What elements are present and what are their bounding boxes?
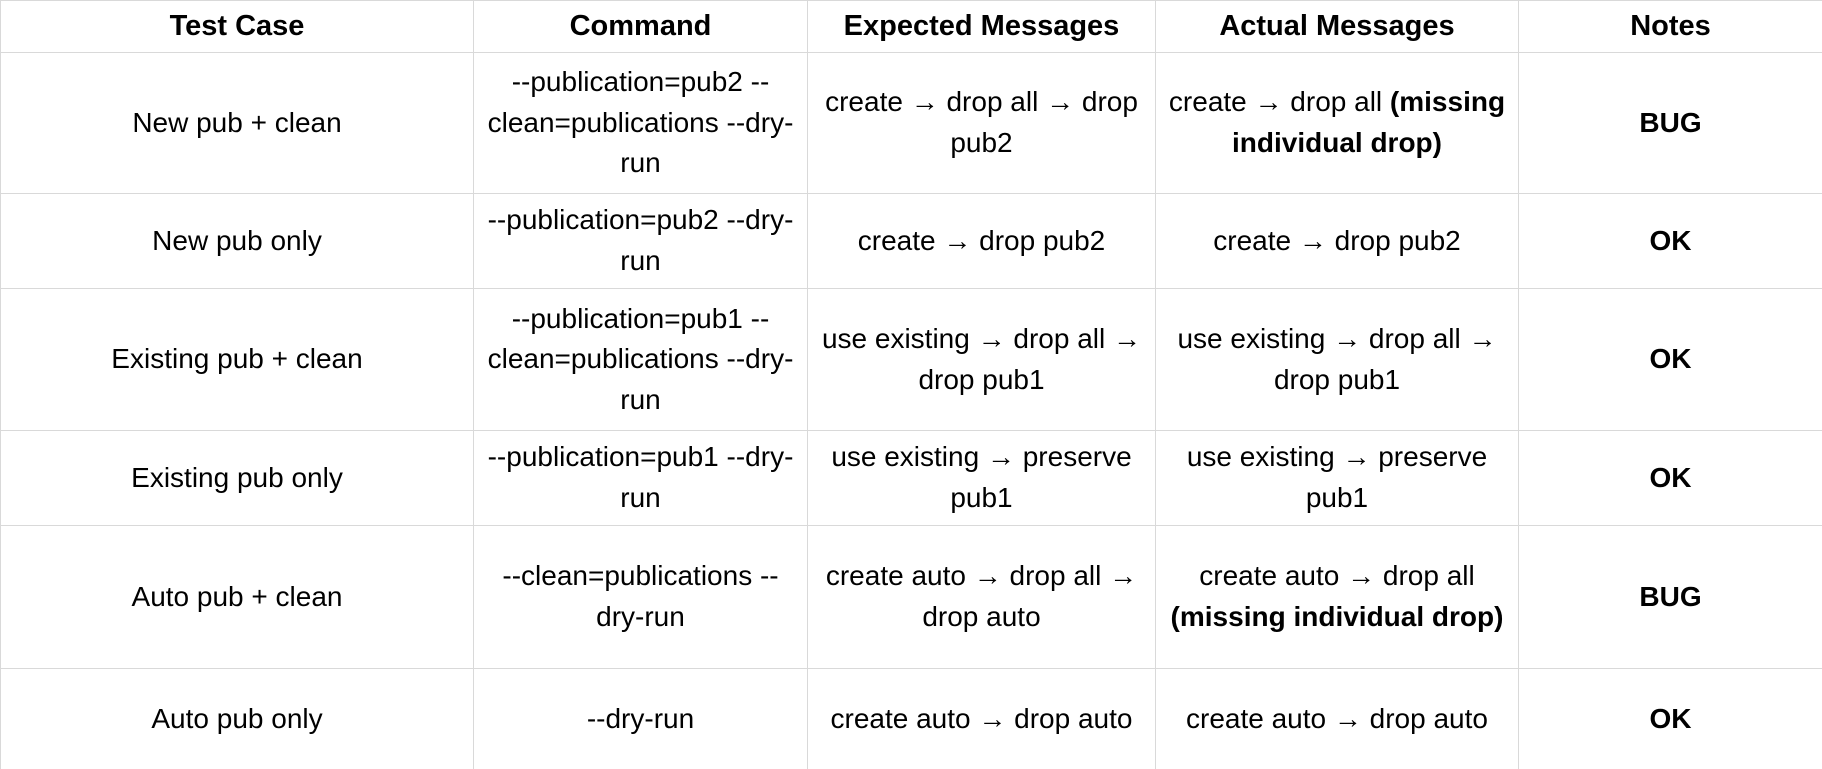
- expected-messages-cell: create → drop pub2: [807, 193, 1156, 289]
- header-row: Test Case Command Expected Messages Actu…: [0, 0, 1822, 53]
- actual-messages-cell: create auto → drop auto: [1155, 668, 1519, 769]
- expected-messages-cell: create auto → drop all → drop auto: [807, 525, 1156, 669]
- actual-messages-cell: create → drop all (missing individual dr…: [1155, 52, 1519, 194]
- actual-note-text: (missing individual drop): [1170, 601, 1504, 632]
- test-case-cell: New pub + clean: [0, 52, 474, 194]
- actual-messages-cell: use existing → preserve pub1: [1155, 430, 1519, 526]
- notes-cell: OK: [1518, 288, 1822, 431]
- column-header-expected-messages: Expected Messages: [807, 0, 1156, 53]
- test-case-cell: Existing pub only: [0, 430, 474, 526]
- notes-cell: BUG: [1518, 52, 1822, 194]
- table-row: New pub only --publication=pub2 --dry-ru…: [0, 193, 1822, 289]
- actual-note-text: (missing individual drop): [1232, 86, 1506, 158]
- column-header-command: Command: [473, 0, 808, 53]
- command-cell: --publication=pub2 --dry-run: [473, 193, 808, 289]
- actual-messages-cell: create auto → drop all (missing individu…: [1155, 525, 1519, 669]
- table-row: Auto pub only --dry-run create auto → dr…: [0, 668, 1822, 769]
- actual-text: create → drop pub2: [1213, 224, 1461, 256]
- notes-cell: OK: [1518, 193, 1822, 289]
- command-cell: --clean=publications --dry-run: [473, 525, 808, 669]
- actual-messages-cell: use existing → drop all → drop pub1: [1155, 288, 1519, 431]
- column-header-notes: Notes: [1518, 0, 1822, 53]
- actual-text: use existing → drop all → drop pub1: [1177, 322, 1497, 395]
- notes-cell: OK: [1518, 430, 1822, 526]
- expected-messages-cell: create auto → drop auto: [807, 668, 1156, 769]
- test-case-cell: Auto pub only: [0, 668, 474, 769]
- table-row: New pub + clean --publication=pub2 --cle…: [0, 52, 1822, 194]
- table-row: Auto pub + clean --clean=publications --…: [0, 525, 1822, 669]
- actual-messages-cell: create → drop pub2: [1155, 193, 1519, 289]
- command-cell: --dry-run: [473, 668, 808, 769]
- actual-text: create auto → drop all: [1199, 560, 1475, 592]
- expected-messages-cell: use existing → preserve pub1: [807, 430, 1156, 526]
- test-case-cell: Auto pub + clean: [0, 525, 474, 669]
- table-row: Existing pub only --publication=pub1 --d…: [0, 430, 1822, 526]
- notes-cell: OK: [1518, 668, 1822, 769]
- expected-messages-cell: create → drop all → drop pub2: [807, 52, 1156, 194]
- test-case-cell: New pub only: [0, 193, 474, 289]
- table-row: Existing pub + clean --publication=pub1 …: [0, 288, 1822, 431]
- test-case-cell: Existing pub + clean: [0, 288, 474, 431]
- command-cell: --publication=pub2 --clean=publications …: [473, 52, 808, 194]
- notes-cell: BUG: [1518, 525, 1822, 669]
- actual-text: create → drop all: [1168, 86, 1383, 118]
- column-header-actual-messages: Actual Messages: [1155, 0, 1519, 53]
- expected-messages-cell: use existing → drop all → drop pub1: [807, 288, 1156, 431]
- actual-text: use existing → preserve pub1: [1186, 441, 1488, 513]
- command-cell: --publication=pub1 --dry-run: [473, 430, 808, 526]
- actual-text: create auto → drop auto: [1186, 702, 1488, 734]
- command-cell: --publication=pub1 --clean=publications …: [473, 288, 808, 431]
- column-header-test-case: Test Case: [0, 0, 474, 53]
